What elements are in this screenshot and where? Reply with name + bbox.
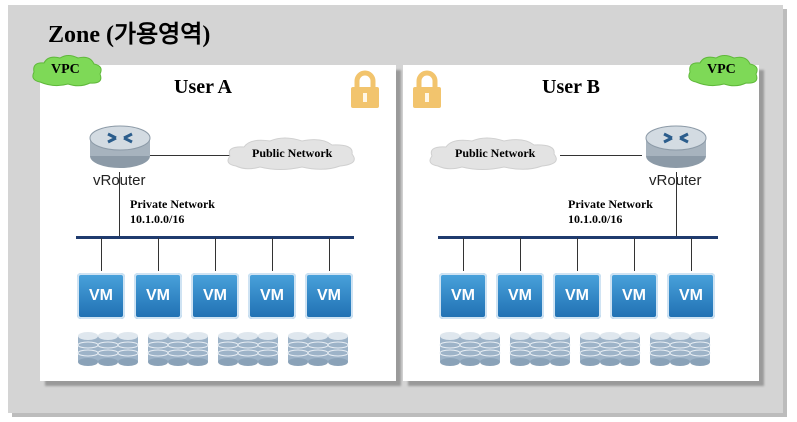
zone-title: Zone (가용영역): [48, 22, 211, 48]
vm-box: VM: [305, 273, 353, 319]
private-network-cidr: 10.1.0.0/16: [130, 212, 185, 226]
vm-box: VM: [439, 273, 487, 319]
router-public-link: [560, 155, 642, 156]
private-network-label: Private Network 10.1.0.0/16: [568, 197, 653, 227]
vm-box: VM: [496, 273, 544, 319]
vpc-cloud-icon: [688, 55, 758, 87]
private-network-name: Private Network: [130, 197, 215, 211]
router-private-link: [119, 172, 120, 238]
lock-icon: [413, 70, 441, 108]
vm-box: VM: [667, 273, 715, 319]
public-network-label: Public Network: [252, 146, 333, 160]
vm-link: [634, 238, 635, 271]
vm-link: [520, 238, 521, 271]
vm-box: VM: [134, 273, 182, 319]
public-network-cloud-icon: [227, 137, 355, 170]
vm-link: [329, 238, 330, 271]
router-label: vRouter: [649, 172, 702, 189]
storage-icon: [439, 332, 711, 366]
vm-link: [577, 238, 578, 271]
vpc-label: VPC: [707, 62, 736, 77]
vm-link: [691, 238, 692, 271]
private-network-bus: [438, 236, 718, 239]
router-public-link: [150, 155, 230, 156]
vm-link: [158, 238, 159, 271]
vm-box: VM: [610, 273, 658, 319]
private-network-bus: [76, 236, 354, 239]
vm-box: VM: [77, 273, 125, 319]
vm-link: [272, 238, 273, 271]
private-network-cidr: 10.1.0.0/16: [568, 212, 623, 226]
vm-link: [101, 238, 102, 271]
vpc-panel-user-b: [403, 65, 759, 381]
vm-box: VM: [553, 273, 601, 319]
router-private-link: [676, 172, 677, 238]
user-title: User A: [174, 76, 232, 98]
user-title: User B: [542, 76, 600, 98]
vm-box: VM: [248, 273, 296, 319]
public-network-cloud-icon: [429, 137, 557, 170]
router-icon: [645, 125, 707, 168]
lock-icon: [351, 70, 379, 108]
vm-link: [215, 238, 216, 271]
vm-link: [463, 238, 464, 271]
vpc-label: VPC: [51, 62, 80, 77]
private-network-name: Private Network: [568, 197, 653, 211]
storage-icon: [77, 332, 349, 366]
private-network-label: Private Network 10.1.0.0/16: [130, 197, 215, 227]
public-network-label: Public Network: [455, 146, 536, 160]
vm-box: VM: [191, 273, 239, 319]
vpc-panel-user-a: [40, 65, 396, 381]
router-icon: [89, 125, 151, 168]
vpc-cloud-icon: [32, 55, 102, 87]
